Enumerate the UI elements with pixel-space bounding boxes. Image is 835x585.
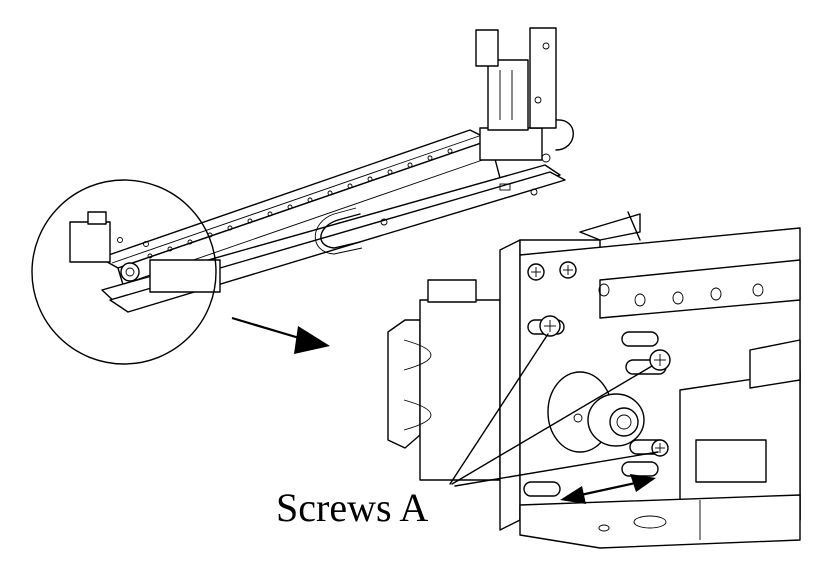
screw-icon (559, 261, 577, 279)
screws-a-label: Screws A (276, 485, 429, 530)
screw-leader-lines (449, 333, 659, 487)
detail-view (387, 211, 801, 549)
screw-a-upper (539, 315, 561, 337)
screw-a-middle (649, 349, 671, 371)
zoom-arrow-icon (231, 316, 330, 354)
screw-a-lower (651, 439, 669, 457)
adjust-direction-arrow-icon (560, 474, 656, 504)
detail-hole-row (598, 283, 764, 307)
zoom-circle (31, 179, 217, 365)
rail-hole-row (147, 148, 453, 259)
carriage-block (475, 27, 574, 196)
rail-overview (69, 27, 574, 313)
screw-icon (527, 263, 545, 281)
